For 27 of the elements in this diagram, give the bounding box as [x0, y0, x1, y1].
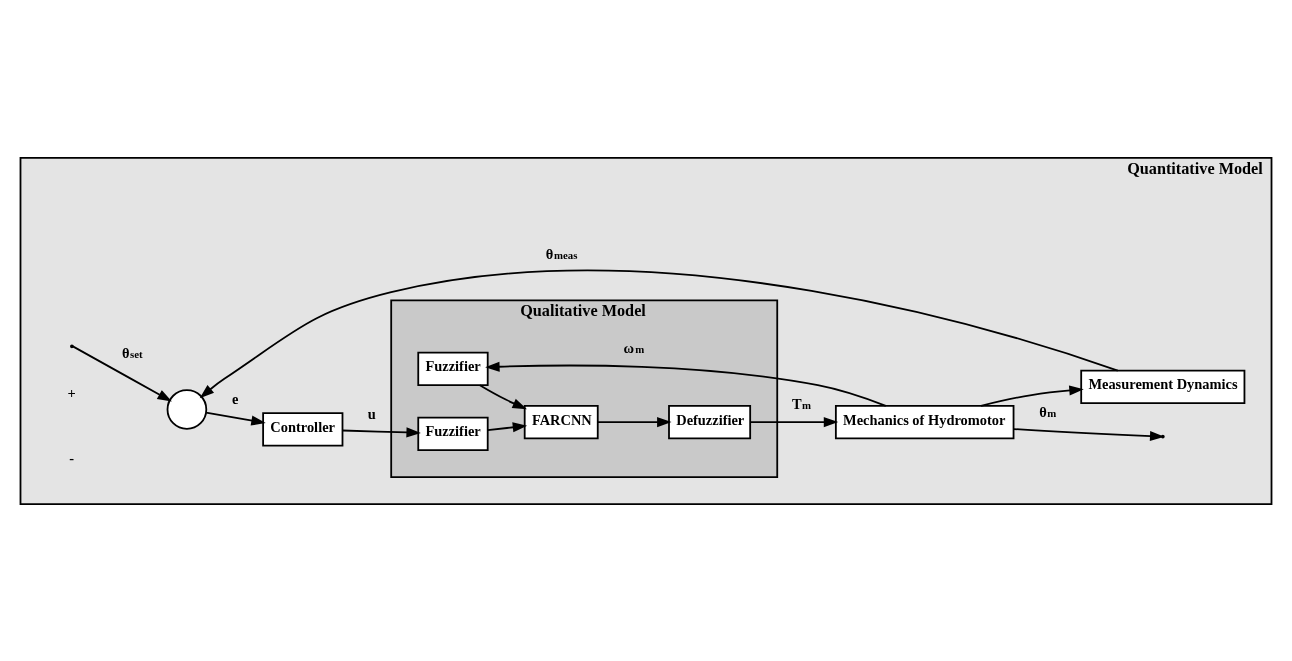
arrow: [72, 345, 172, 402]
arrow: [980, 385, 1084, 407]
edge-label: θm: [1039, 403, 1057, 420]
arrow: [199, 269, 1119, 398]
arrow: [341, 426, 421, 437]
edge-label: θset: [121, 344, 143, 361]
label: -: [69, 449, 75, 466]
node-box: Measurement Dynamics: [1080, 369, 1246, 404]
arrow: [478, 383, 527, 409]
node-circle: [166, 388, 208, 430]
node-box: FARCNN: [523, 404, 599, 439]
arrow: [749, 416, 839, 427]
edge-label: θmeas: [545, 245, 578, 262]
edge-label: Tm: [792, 395, 812, 412]
node-box: Fuzzifier: [417, 351, 489, 386]
arrow: [597, 416, 672, 427]
node-box: Defuzzifier: [668, 404, 752, 439]
arrow: [485, 361, 887, 407]
label: +: [67, 384, 76, 401]
edge-label: u: [367, 405, 376, 422]
arrow: [486, 421, 528, 432]
edge-label: ωm: [623, 339, 645, 356]
node-box: Mechanics of Hydromotor: [834, 404, 1015, 439]
node-box: Fuzzifier: [417, 416, 489, 451]
edge-label: e: [232, 390, 239, 407]
arrow: [205, 411, 266, 426]
node-box: Controller: [262, 411, 344, 446]
